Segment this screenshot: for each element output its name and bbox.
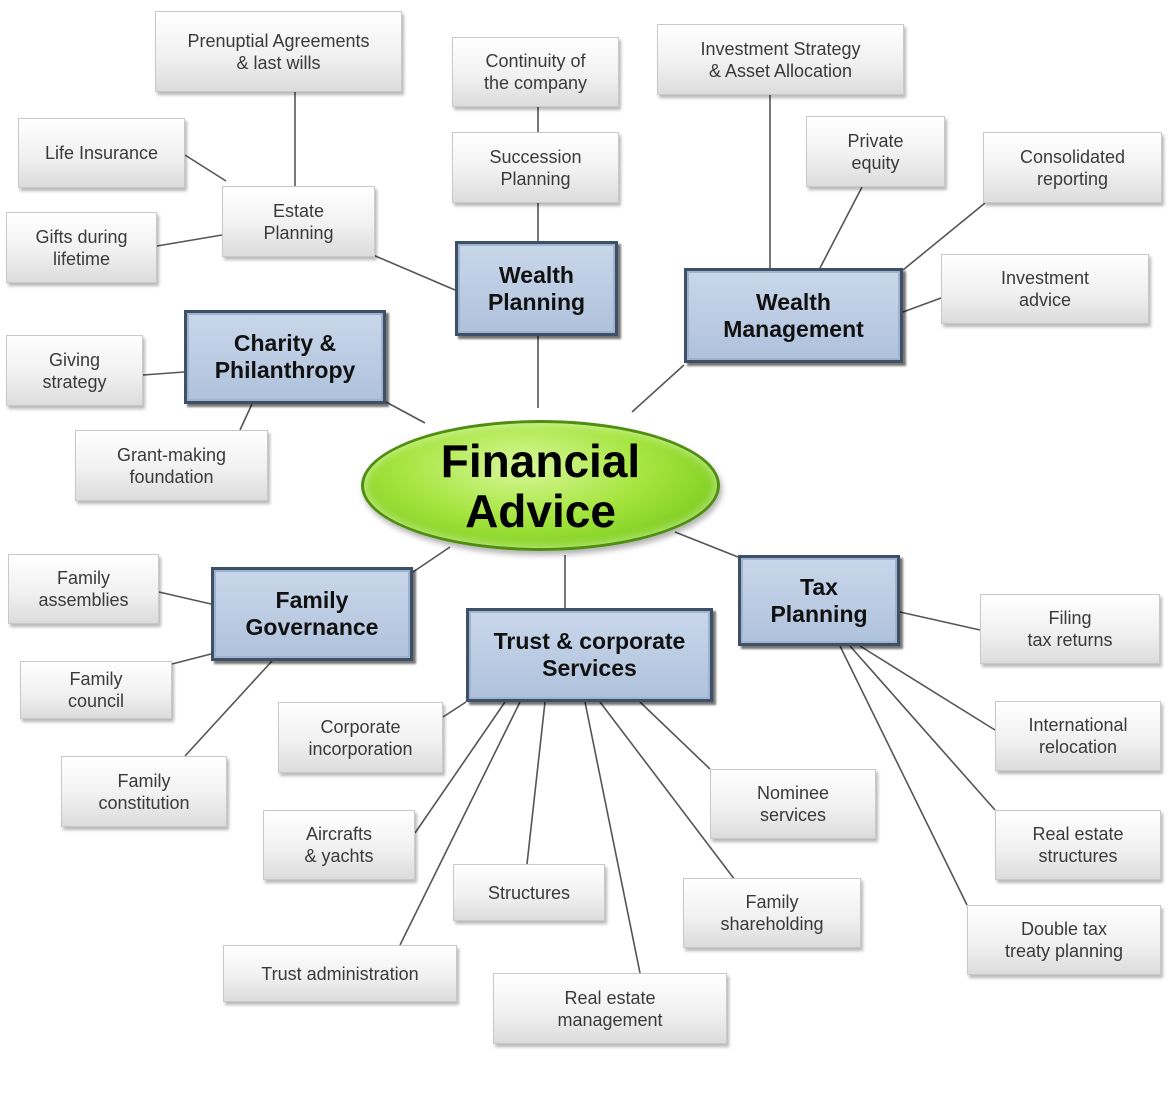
prenuptial-agreements-node: Prenuptial Agreements & last wills	[155, 11, 402, 92]
family-assemblies-node: Family assemblies	[8, 554, 159, 624]
connector-line	[839, 645, 968, 906]
connector-line	[399, 701, 521, 946]
family-council-node: Family council	[20, 661, 172, 719]
gifts-during-lifetime-node: Gifts during lifetime	[6, 212, 157, 283]
succession-planning-node: Succession Planning	[452, 132, 619, 203]
giving-strategy-node: Giving strategy	[6, 335, 143, 406]
wealth-planning-node: Wealth Planning	[455, 241, 618, 336]
connector-line	[599, 701, 736, 881]
connector-line	[584, 701, 641, 974]
connector-line	[631, 364, 685, 413]
connector-line	[158, 591, 212, 605]
private-equity-node: Private equity	[806, 116, 945, 187]
connector-line	[385, 401, 426, 424]
grant-making-foundation-node: Grant-making foundation	[75, 430, 268, 501]
real-estate-management-node: Real estate management	[493, 973, 727, 1044]
connector-line	[899, 611, 981, 631]
connector-line	[442, 701, 467, 718]
filing-tax-returns-node: Filing tax returns	[980, 594, 1160, 664]
estate-planning-node: Estate Planning	[222, 186, 375, 257]
connector-line	[412, 546, 451, 573]
tax-planning-node: Tax Planning	[738, 555, 900, 646]
connector-line	[639, 701, 711, 770]
connector-line	[849, 645, 996, 811]
charity-philanthropy-node: Charity & Philanthropy	[184, 310, 386, 404]
real-estate-structures-node: Real estate structures	[995, 810, 1161, 880]
aircrafts-yachts-node: Aircrafts & yachts	[263, 810, 415, 880]
investment-advice-node: Investment advice	[941, 254, 1149, 324]
connector-line	[184, 154, 227, 182]
continuity-company-node: Continuity of the company	[452, 37, 619, 107]
connector-line	[372, 254, 456, 291]
family-governance-node: Family Governance	[211, 567, 413, 661]
nominee-services-node: Nominee services	[710, 769, 876, 839]
connector-line	[674, 531, 739, 558]
connector-line	[902, 297, 942, 313]
connector-line	[184, 660, 273, 757]
investment-strategy-node: Investment Strategy & Asset Allocation	[657, 24, 904, 95]
connector-line	[156, 234, 223, 247]
family-shareholding-node: Family shareholding	[683, 878, 861, 948]
trust-corporate-services-node: Trust & corporate Services	[466, 608, 713, 702]
connector-line	[171, 653, 212, 665]
connector-line	[819, 186, 863, 269]
connector-line	[859, 645, 996, 731]
life-insurance-node: Life Insurance	[18, 118, 185, 188]
connector-line	[902, 202, 986, 271]
double-tax-treaty-node: Double tax treaty planning	[967, 905, 1161, 975]
connector-line	[239, 403, 253, 431]
connector-line	[526, 701, 546, 865]
international-relocation-node: International relocation	[995, 701, 1161, 771]
wealth-management-node: Wealth Management	[684, 268, 903, 363]
connector-line	[414, 701, 506, 834]
consolidated-reporting-node: Consolidated reporting	[983, 132, 1162, 203]
trust-administration-node: Trust administration	[223, 945, 457, 1002]
center-node: Financial Advice	[361, 420, 720, 551]
connector-line	[142, 371, 185, 376]
family-constitution-node: Family constitution	[61, 756, 227, 827]
structures-node: Structures	[453, 864, 605, 921]
corporate-incorporation-node: Corporate incorporation	[278, 702, 443, 773]
